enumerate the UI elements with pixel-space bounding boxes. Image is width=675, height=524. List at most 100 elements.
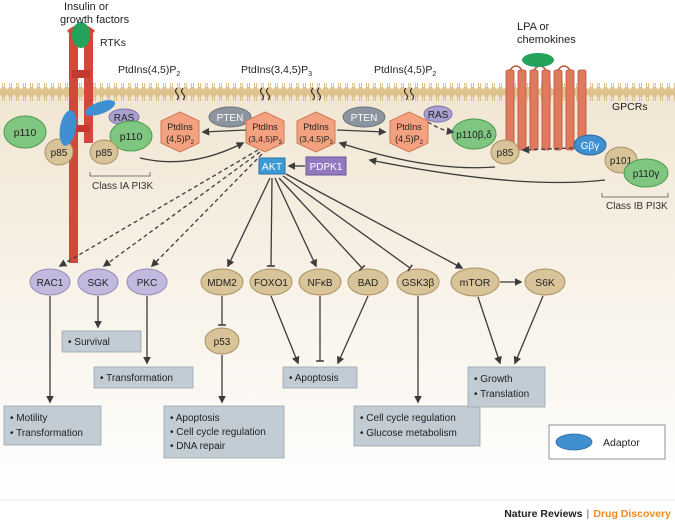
cell-cycle-text-2: • Glucose metabolism: [360, 428, 457, 439]
s6k-label: S6K: [535, 277, 555, 289]
mtor-node: [450, 267, 500, 297]
class-1b-label: Class IB PI3K: [606, 201, 668, 212]
adaptor-left: [59, 110, 77, 146]
rac1-label: RAC1: [37, 278, 64, 289]
gbg-label: Gβγ: [581, 141, 600, 152]
gsk3b-node: [396, 268, 440, 296]
p110-left-outer-node: [3, 115, 47, 149]
pip3-left-label-2: (3,4,5)P3: [248, 134, 282, 146]
class-1a-label: Class IA PI3K: [92, 181, 153, 192]
lipid-label-center: PtdIns(3,4,5)P3: [241, 64, 312, 78]
akt-node: [258, 157, 286, 175]
p110-left-inner-label: p110: [120, 131, 143, 143]
pkc-node: [126, 268, 168, 296]
class-1b-bracket: [601, 193, 669, 198]
cell-cycle-text-1: • Cell cycle regulation: [360, 413, 456, 424]
mdm2-node: [200, 268, 244, 296]
pten-left-node: [208, 106, 252, 128]
ras-right-node: [423, 105, 453, 123]
nfkb-node: [298, 268, 342, 296]
foxo1-label: FOXO1: [254, 278, 288, 289]
pip3-left-label-1: PtdIns: [252, 122, 278, 132]
pkc-label: PKC: [137, 278, 158, 289]
svg-text:LPA or: LPA or: [517, 21, 550, 33]
adaptor-left-2: [84, 100, 116, 116]
growth-text-1: • Growth: [474, 374, 513, 385]
lipid-label-right: PtdIns(4,5)P2: [374, 64, 436, 78]
mdm2-label: MDM2: [207, 278, 237, 289]
sgk-node: [77, 268, 119, 296]
apoptosis-p53-text-2: • Cell cycle regulation: [170, 427, 266, 438]
gbg-node: [573, 134, 607, 156]
pten-right-node: [342, 106, 386, 128]
sgk-label: SGK: [87, 278, 108, 289]
p110-left-inner-node: [109, 120, 153, 152]
lipid-tails: [174, 87, 415, 101]
pip3-right-node: [296, 111, 336, 153]
rac1-node: [29, 268, 71, 296]
p110g-node: [623, 158, 669, 188]
pathway-arrows: [46, 127, 606, 404]
p110-left-outer-label: p110: [14, 127, 37, 139]
lpa-label: LPA or chemokines: [517, 21, 576, 46]
motility-box: [3, 405, 102, 446]
mtor-label: mTOR: [460, 277, 491, 289]
dashed-arrows: [58, 121, 574, 268]
survival-box: [61, 330, 142, 353]
pip2-left-label-2: (4,5)P2: [166, 134, 195, 146]
pten-right-label: PTEN: [351, 113, 378, 124]
pten-left-label: PTEN: [217, 113, 244, 124]
p53-label: p53: [214, 337, 231, 348]
lpa-ligand: [522, 53, 554, 67]
pip3-right-label-2: (3,4,5)P3: [299, 134, 333, 146]
gpcrs-label: GPCRs: [612, 101, 648, 113]
s6k-node: [524, 268, 566, 296]
akt-label: AKT: [262, 161, 283, 173]
pip3-left-node: [245, 111, 285, 153]
growth-text-2: • Translation: [474, 389, 529, 400]
survival-text: • Survival: [68, 337, 110, 348]
pip2-left-node: [160, 111, 200, 153]
cell-cycle-box: [353, 405, 481, 447]
gsk3b-label: GSK3β: [402, 278, 435, 289]
insulin-ligand: [72, 22, 90, 48]
bad-node: [347, 268, 389, 296]
p85-left-inner-node: [89, 139, 119, 165]
apoptosis-box: [282, 366, 358, 389]
apoptosis-p53-text-3: • DNA repair: [170, 441, 226, 452]
p85-right-label: p85: [497, 148, 514, 159]
growth-box: [467, 366, 546, 408]
bad-label: BAD: [358, 278, 379, 289]
legend-adaptor-label: Adaptor: [603, 437, 640, 449]
p101-label: p101: [610, 156, 633, 167]
footer-credit: Nature Reviews|Drug Discovery: [504, 508, 671, 520]
svg-text:growth factors: growth factors: [60, 14, 130, 26]
pip3-right-label-1: PtdIns: [303, 122, 329, 132]
pdpk1-label: PDPK1: [310, 162, 343, 173]
motility-text-1: • Motility: [10, 413, 47, 424]
rtks-label: RTKs: [100, 37, 126, 49]
foxo1-node: [249, 268, 293, 296]
p85-left-outer-label: p85: [51, 148, 68, 159]
transformation-box: [93, 366, 194, 389]
p110bd-label: p110β,δ: [456, 130, 492, 141]
pdpk1-node: [305, 156, 347, 176]
p85-right-node: [490, 139, 520, 165]
svg-text:Insulin or: Insulin or: [64, 1, 109, 13]
motility-text-2: • Transformation: [10, 428, 83, 439]
pip2-right-label-1: PtdIns: [396, 122, 422, 132]
p53-node: [204, 327, 240, 355]
apoptosis-p53-box: [163, 405, 285, 459]
class-1a-bracket: [89, 172, 151, 177]
pip2-left-label-1: PtdIns: [167, 122, 193, 132]
apoptosis-text: • Apoptosis: [289, 373, 339, 384]
pip2-right-node: [389, 111, 429, 153]
insulin-label: Insulin or growth factors: [60, 1, 130, 26]
lipid-label-left: PtdIns(4,5)P2: [118, 64, 180, 78]
p85-left-inner-label: p85: [96, 148, 113, 159]
apoptosis-p53-text-1: • Apoptosis: [170, 413, 220, 424]
nfkb-label: NFκB: [308, 278, 333, 289]
pip2-right-label-2: (4,5)P2: [395, 134, 424, 146]
